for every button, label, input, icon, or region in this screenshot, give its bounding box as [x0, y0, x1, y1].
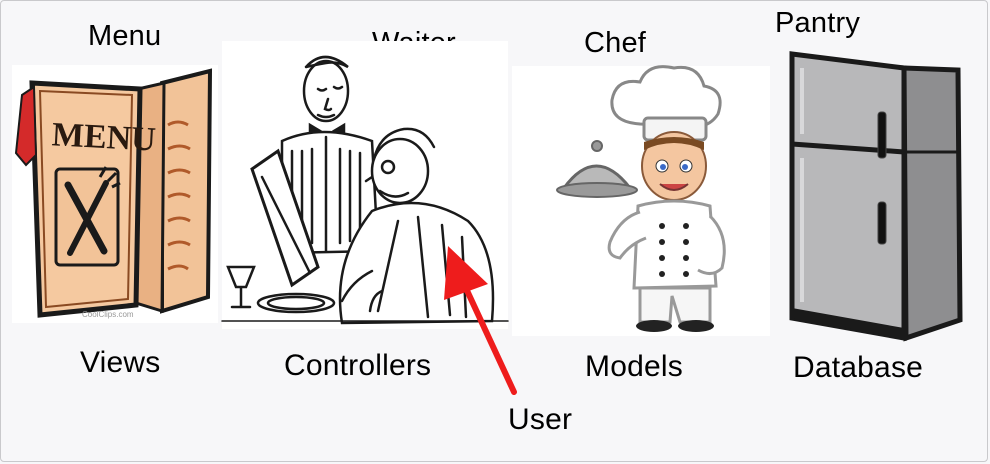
- label-pantry: Pantry: [775, 7, 861, 39]
- waiter-illustration: [221, 41, 509, 329]
- label-user: User: [508, 403, 573, 436]
- label-models: Models: [585, 350, 683, 383]
- chef-illustration: [512, 65, 770, 336]
- menu-illustration: MENU CoolClips.com: [12, 65, 218, 323]
- label-menu: Menu: [88, 20, 162, 52]
- label-chef: Chef: [584, 27, 647, 59]
- menu-card-icon: MENU CoolClips.com: [14, 68, 213, 319]
- chef-icon: [556, 65, 726, 332]
- label-views: Views: [80, 346, 161, 379]
- label-controllers: Controllers: [284, 349, 432, 382]
- fridge-icon: [789, 51, 963, 342]
- waiter-customer-icon: [221, 55, 509, 325]
- watermark: CoolClips.com: [82, 310, 134, 319]
- menu-card-text: MENU: [51, 116, 157, 158]
- label-database: Database: [793, 351, 924, 384]
